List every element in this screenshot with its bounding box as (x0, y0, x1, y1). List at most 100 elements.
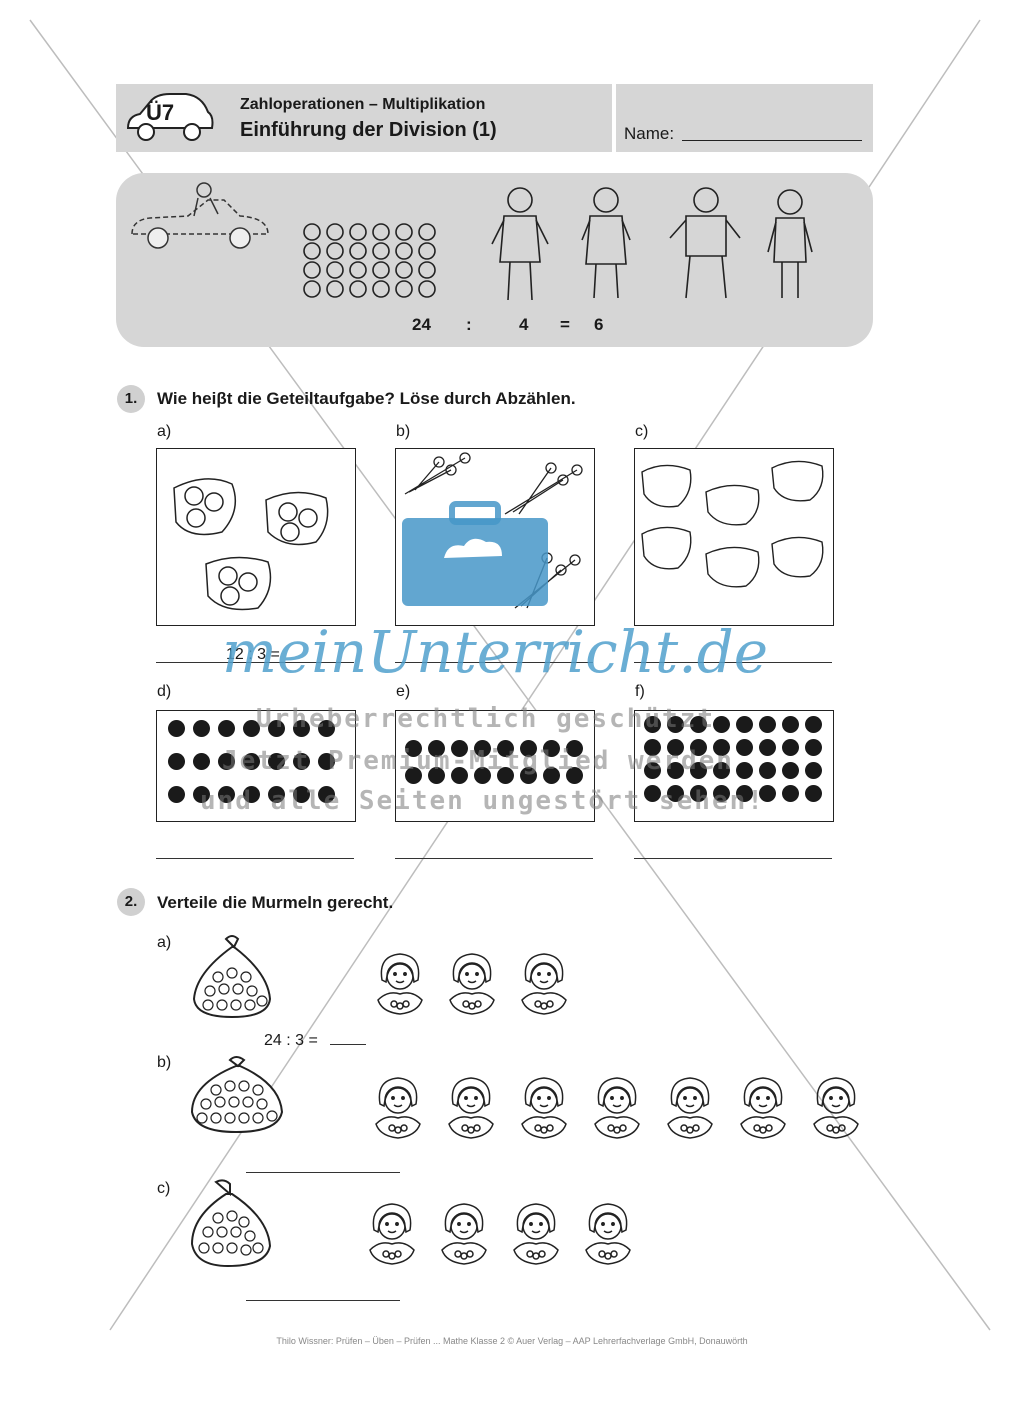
apple-icon (418, 242, 436, 260)
dot (428, 767, 445, 784)
apple-icon (326, 223, 344, 241)
dot (805, 785, 822, 802)
answer-line-e[interactable] (395, 858, 593, 859)
convertible-car-icon (131, 182, 269, 249)
dot-box-e (395, 710, 595, 822)
apple-icon (326, 261, 344, 279)
apple-icon (418, 261, 436, 279)
dot (543, 767, 560, 784)
dot (566, 740, 583, 757)
dot (566, 767, 583, 784)
dot (543, 740, 560, 757)
apple-grid-icon (303, 223, 436, 298)
dot (293, 720, 310, 737)
answer-line-2c[interactable] (246, 1300, 400, 1301)
answer-line-2a[interactable] (330, 1044, 366, 1045)
girl-icon (740, 1077, 786, 1139)
dot (690, 785, 707, 802)
dot (736, 716, 753, 733)
briefcase-watermark-icon (402, 501, 548, 606)
apple-icon (303, 242, 321, 260)
dot-array-d (168, 720, 335, 803)
apple-icon (326, 242, 344, 260)
dot (474, 767, 491, 784)
children-group-icon (491, 187, 813, 301)
girl-icon (513, 1203, 559, 1265)
dot (318, 720, 335, 737)
dot (405, 767, 422, 784)
orange-bag-icons (173, 478, 329, 611)
dot (736, 739, 753, 756)
dot (193, 720, 210, 737)
dot (805, 739, 822, 756)
apple-icon (349, 242, 367, 260)
dot (713, 739, 730, 756)
girl-icon (369, 1203, 415, 1265)
dot (451, 740, 468, 757)
task1-label-f: f) (635, 683, 645, 700)
dot (168, 786, 185, 803)
dot (667, 739, 684, 756)
task1-label-c: c) (635, 423, 649, 440)
answer-line-a[interactable] (156, 662, 354, 663)
apple-icon (303, 261, 321, 279)
task2-instruction: Verteile die Murmeln gerecht. (157, 893, 394, 912)
dot (690, 739, 707, 756)
name-label: Name: (624, 124, 675, 143)
name-field-line[interactable] (682, 140, 862, 141)
dot (782, 739, 799, 756)
dot-array-e (405, 740, 583, 784)
dot (667, 762, 684, 779)
apple-icon (395, 223, 413, 241)
dot (405, 740, 422, 757)
dot (218, 720, 235, 737)
net-bag-icons (641, 460, 824, 588)
example-answer-task1: 12 : 3 = (226, 646, 280, 663)
answer-line-2b[interactable] (246, 1172, 400, 1173)
dot (218, 753, 235, 770)
answer-line-b[interactable] (395, 662, 593, 663)
apple-icon (303, 223, 321, 241)
watermark-logo: meinUnterricht.de (222, 618, 769, 686)
apple-icon (418, 280, 436, 298)
dot (243, 786, 260, 803)
girl-icon (441, 1203, 487, 1265)
girl-icon (375, 1077, 421, 1139)
task1-label-e: e) (396, 683, 411, 700)
dot (759, 739, 776, 756)
answer-line-d[interactable] (156, 858, 354, 859)
dot (644, 716, 661, 733)
watermark-line-1: Urheberrechtlich geschützt (256, 704, 715, 734)
answer-line-f[interactable] (634, 858, 832, 859)
dot (293, 786, 310, 803)
marble-bag-icon-b (190, 1056, 284, 1134)
task2-label-b: b) (157, 1054, 172, 1071)
task2-label-c: c) (157, 1180, 171, 1197)
girl-icon (594, 1077, 640, 1139)
girl-icon (448, 1077, 494, 1139)
apple-icon (372, 261, 390, 279)
task1-number: 1. (117, 385, 145, 413)
dot (520, 740, 537, 757)
answer-line-c[interactable] (634, 662, 832, 663)
dot (690, 716, 707, 733)
intro-panel (116, 173, 873, 347)
apple-icon (395, 261, 413, 279)
dot (497, 740, 514, 757)
dot (428, 740, 445, 757)
dot (168, 720, 185, 737)
badge-label: Ü7 (146, 100, 175, 125)
dot (644, 739, 661, 756)
dot (690, 762, 707, 779)
dot (782, 785, 799, 802)
dot (667, 716, 684, 733)
dot (293, 753, 310, 770)
girl-icon (521, 1077, 567, 1139)
girl-icon (585, 1203, 631, 1265)
dot (782, 716, 799, 733)
apple-icon (418, 223, 436, 241)
example-answer-task2: 24 : 3 = (264, 1032, 318, 1049)
header-subtitle: Zahloperationen – Multiplikation (240, 96, 486, 113)
apple-icon (326, 280, 344, 298)
dot (782, 762, 799, 779)
